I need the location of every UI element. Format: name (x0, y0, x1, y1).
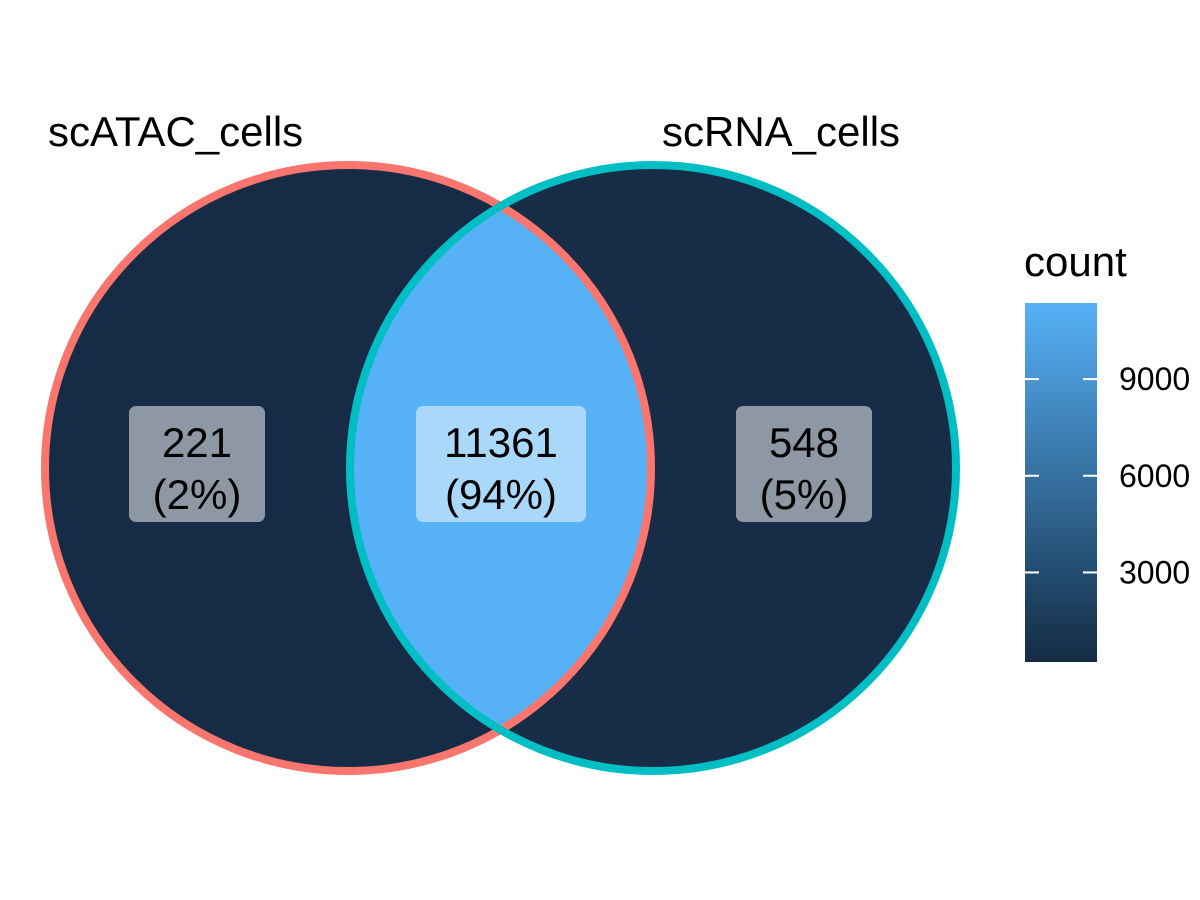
region-percent-atac-only: (2%) (153, 471, 242, 518)
legend-tick-label-1: 6000 (1119, 458, 1190, 494)
set-outline-rna (346, 161, 960, 775)
legend-colorbar (1025, 303, 1097, 662)
region-percent-both: (94%) (445, 471, 557, 518)
region-count-both: 11361 (444, 419, 558, 466)
color-legend: count 9000 6000 3000 (1024, 238, 1190, 662)
set-outline-atac (41, 161, 655, 775)
region-count-rna-only: 548 (769, 419, 839, 466)
legend-tick-label-2: 3000 (1119, 554, 1190, 590)
region-count-atac-only: 221 (162, 419, 232, 466)
legend-title: count (1024, 238, 1127, 285)
legend-ticks: 9000 6000 3000 (1025, 361, 1190, 590)
set-label-rna: scRNA_cells (662, 108, 900, 155)
legend-tick-label-0: 9000 (1119, 361, 1190, 397)
region-label-rna-only: 548 (5%) (736, 406, 872, 522)
set-label-atac: scATAC_cells (48, 108, 303, 155)
region-label-atac-only: 221 (2%) (129, 406, 265, 522)
region-intersection-fill (350, 165, 651, 771)
region-percent-rna-only: (5%) (760, 471, 849, 518)
region-label-both: 11361 (94%) (416, 406, 586, 522)
